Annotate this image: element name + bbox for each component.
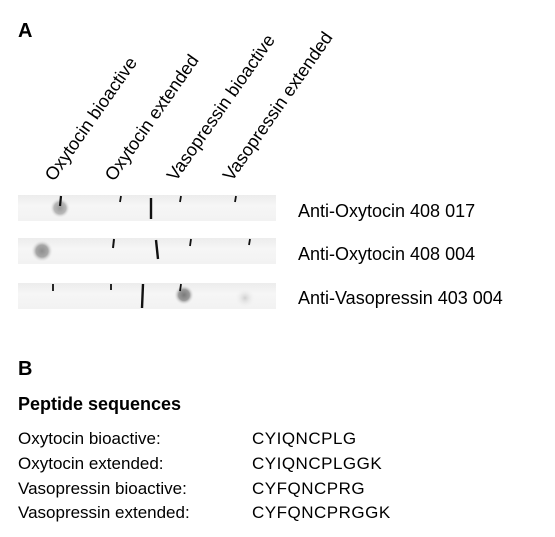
sequence-name: Vasopressin extended: xyxy=(18,503,190,522)
sequence-name: Oxytocin bioactive: xyxy=(18,429,161,448)
blot-strip-2 xyxy=(18,238,276,264)
panel-b-label: B xyxy=(18,358,33,380)
strip-label-3: Anti-Vasopressin 403 004 xyxy=(298,288,503,308)
sequence-value: CYFQNCPRG xyxy=(252,479,366,498)
blot-strip-3-image xyxy=(52,283,255,309)
sequence-row-3: Vasopressin bioactive: CYFQNCPRG xyxy=(18,479,365,499)
sequence-row-1: Oxytocin bioactive: CYIQNCPLG xyxy=(18,429,357,449)
strip-label-2: Anti-Oxytocin 408 004 xyxy=(298,244,476,264)
sequence-name: Vasopressin bioactive: xyxy=(18,479,187,498)
sequence-value: CYIQNCPLGGK xyxy=(252,454,383,473)
sequence-row-2: Oxytocin extended: CYIQNCPLGGK xyxy=(18,454,382,474)
blot-strip-3 xyxy=(18,283,276,309)
sequence-row-4: Vasopressin extended: CYFQNCPRGGK xyxy=(18,503,391,523)
strip-label-1: Anti-Oxytocin 408 017 xyxy=(298,201,476,221)
blot-strip-1-image xyxy=(50,195,237,219)
blot-strip-1 xyxy=(18,195,276,221)
sequence-name: Oxytocin extended: xyxy=(18,454,164,473)
peptide-sequences-title: Peptide sequences xyxy=(18,394,182,414)
panel-a-label: A xyxy=(18,20,33,42)
sequence-value: CYFQNCPRGGK xyxy=(252,503,391,522)
sequence-value: CYIQNCPLG xyxy=(252,429,357,448)
column-header-vasopressin-extended: Vasopressin extended xyxy=(218,28,337,185)
column-header-vasopressin-bioactive: Vasopressin bioactive xyxy=(162,30,279,185)
blot-strip-2-image xyxy=(31,238,251,262)
